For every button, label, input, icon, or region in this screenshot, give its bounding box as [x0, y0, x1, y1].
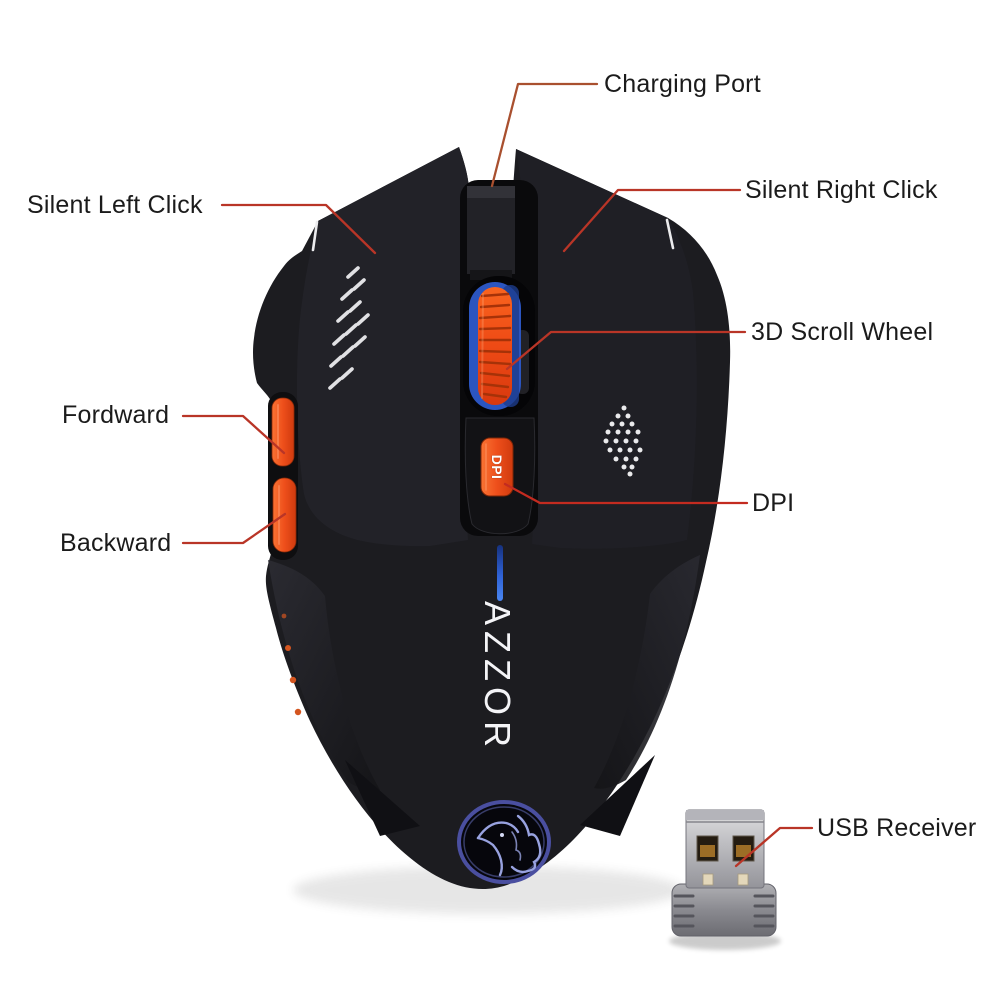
left-bottom-facet — [345, 760, 420, 836]
dpi-button — [464, 417, 536, 535]
right-bottom-facet — [580, 755, 655, 836]
scroll-wheel — [463, 276, 535, 416]
label-backward: Backward — [60, 529, 172, 557]
label-scroll-wheel: 3D Scroll Wheel — [751, 318, 934, 346]
label-charging-port: Charging Port — [604, 70, 761, 98]
dragon-head-icon — [476, 814, 542, 877]
right-gloss-panel — [594, 555, 700, 789]
charging-port — [467, 186, 515, 280]
side-buttons — [268, 392, 298, 560]
brand-emblem — [457, 800, 551, 884]
leader-line-silent-left-click — [220, 203, 377, 255]
right-click-button — [516, 149, 697, 549]
usb-contact-holes — [696, 835, 755, 886]
usb-plastic-base — [671, 883, 777, 937]
usb-receiver-illustration — [671, 809, 777, 937]
label-silent-right-click: Silent Right Click — [745, 176, 938, 204]
mouse-shadow — [293, 866, 683, 914]
dpi-button-label: DPI — [489, 454, 505, 480]
slash-pattern — [328, 266, 370, 390]
label-forward: Fordward — [62, 401, 170, 429]
leader-line-backward — [181, 512, 287, 545]
led-stripe — [497, 545, 503, 601]
mouse-illustration — [253, 147, 731, 890]
leader-line-silent-right-click — [562, 188, 742, 253]
leader-line-charging-port — [490, 82, 599, 188]
left-wing-seam — [311, 220, 319, 252]
right-wing-seam — [665, 218, 675, 250]
leader-line-dpi — [503, 482, 749, 505]
left-gloss-panel — [268, 560, 380, 791]
usb-base-ribs — [673, 894, 775, 928]
label-usb-receiver: USB Receiver — [817, 814, 977, 842]
leader-line-forward — [181, 414, 286, 455]
label-dpi: DPI — [752, 489, 795, 517]
brand-logo-text: AZZOR — [477, 601, 518, 753]
dragon-eye — [500, 833, 504, 837]
left-click-button — [296, 147, 469, 547]
forward-button — [271, 397, 295, 467]
grip-studs — [281, 613, 302, 716]
label-silent-left-click: Silent Left Click — [27, 191, 203, 219]
leader-line-usb-receiver — [734, 826, 814, 868]
leader-line-scroll-wheel — [505, 330, 747, 371]
dot-pattern — [603, 405, 643, 477]
